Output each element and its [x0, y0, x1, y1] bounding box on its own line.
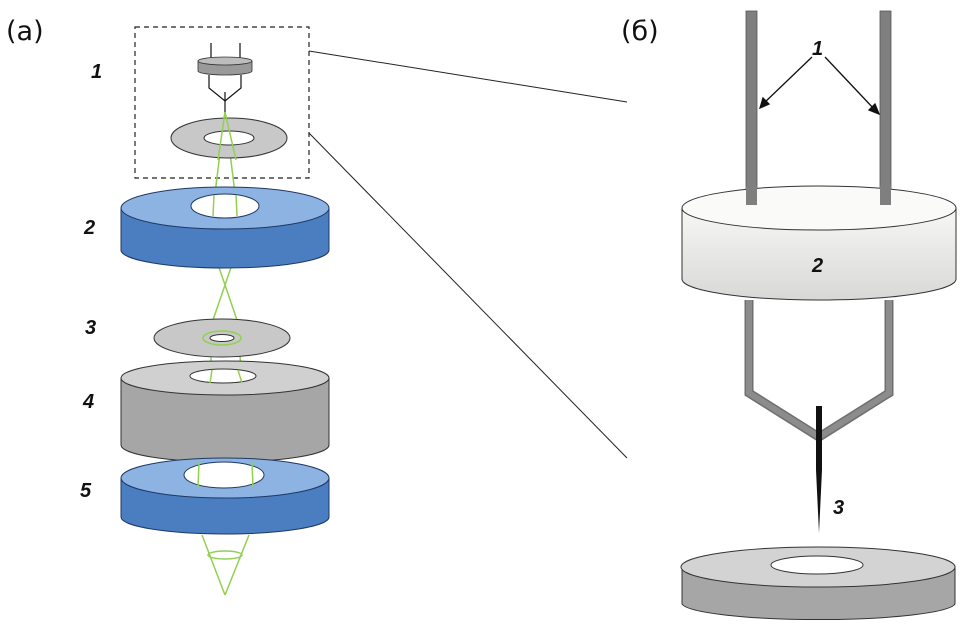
label-b-2: 2	[811, 255, 823, 277]
electron-source-small	[197, 43, 253, 112]
zoom-connector-bottom	[308, 132, 628, 459]
label-a-4: 4	[82, 391, 94, 413]
label-b-1: 1	[812, 38, 823, 60]
extractor-disk	[680, 546, 956, 621]
aperture-disk-3	[153, 318, 291, 358]
panel-b-label: (б)	[621, 16, 659, 47]
projector-lens-5	[120, 457, 330, 535]
label-a-2: 2	[83, 217, 95, 239]
emitter-base-2	[681, 185, 957, 301]
aperture-disk-1	[170, 111, 288, 161]
label-b-3: 3	[833, 497, 844, 519]
label-a-1: 1	[91, 61, 102, 83]
label-a-3: 3	[85, 317, 96, 339]
zoom-connector-top	[308, 50, 628, 103]
label-1-arrows	[758, 56, 881, 116]
objective-lens-4	[120, 360, 330, 463]
emitter-tip-3	[816, 406, 822, 533]
label-a-5: 5	[80, 480, 92, 502]
condenser-lens-2	[120, 186, 330, 269]
panel-a-label: (a)	[6, 16, 44, 47]
